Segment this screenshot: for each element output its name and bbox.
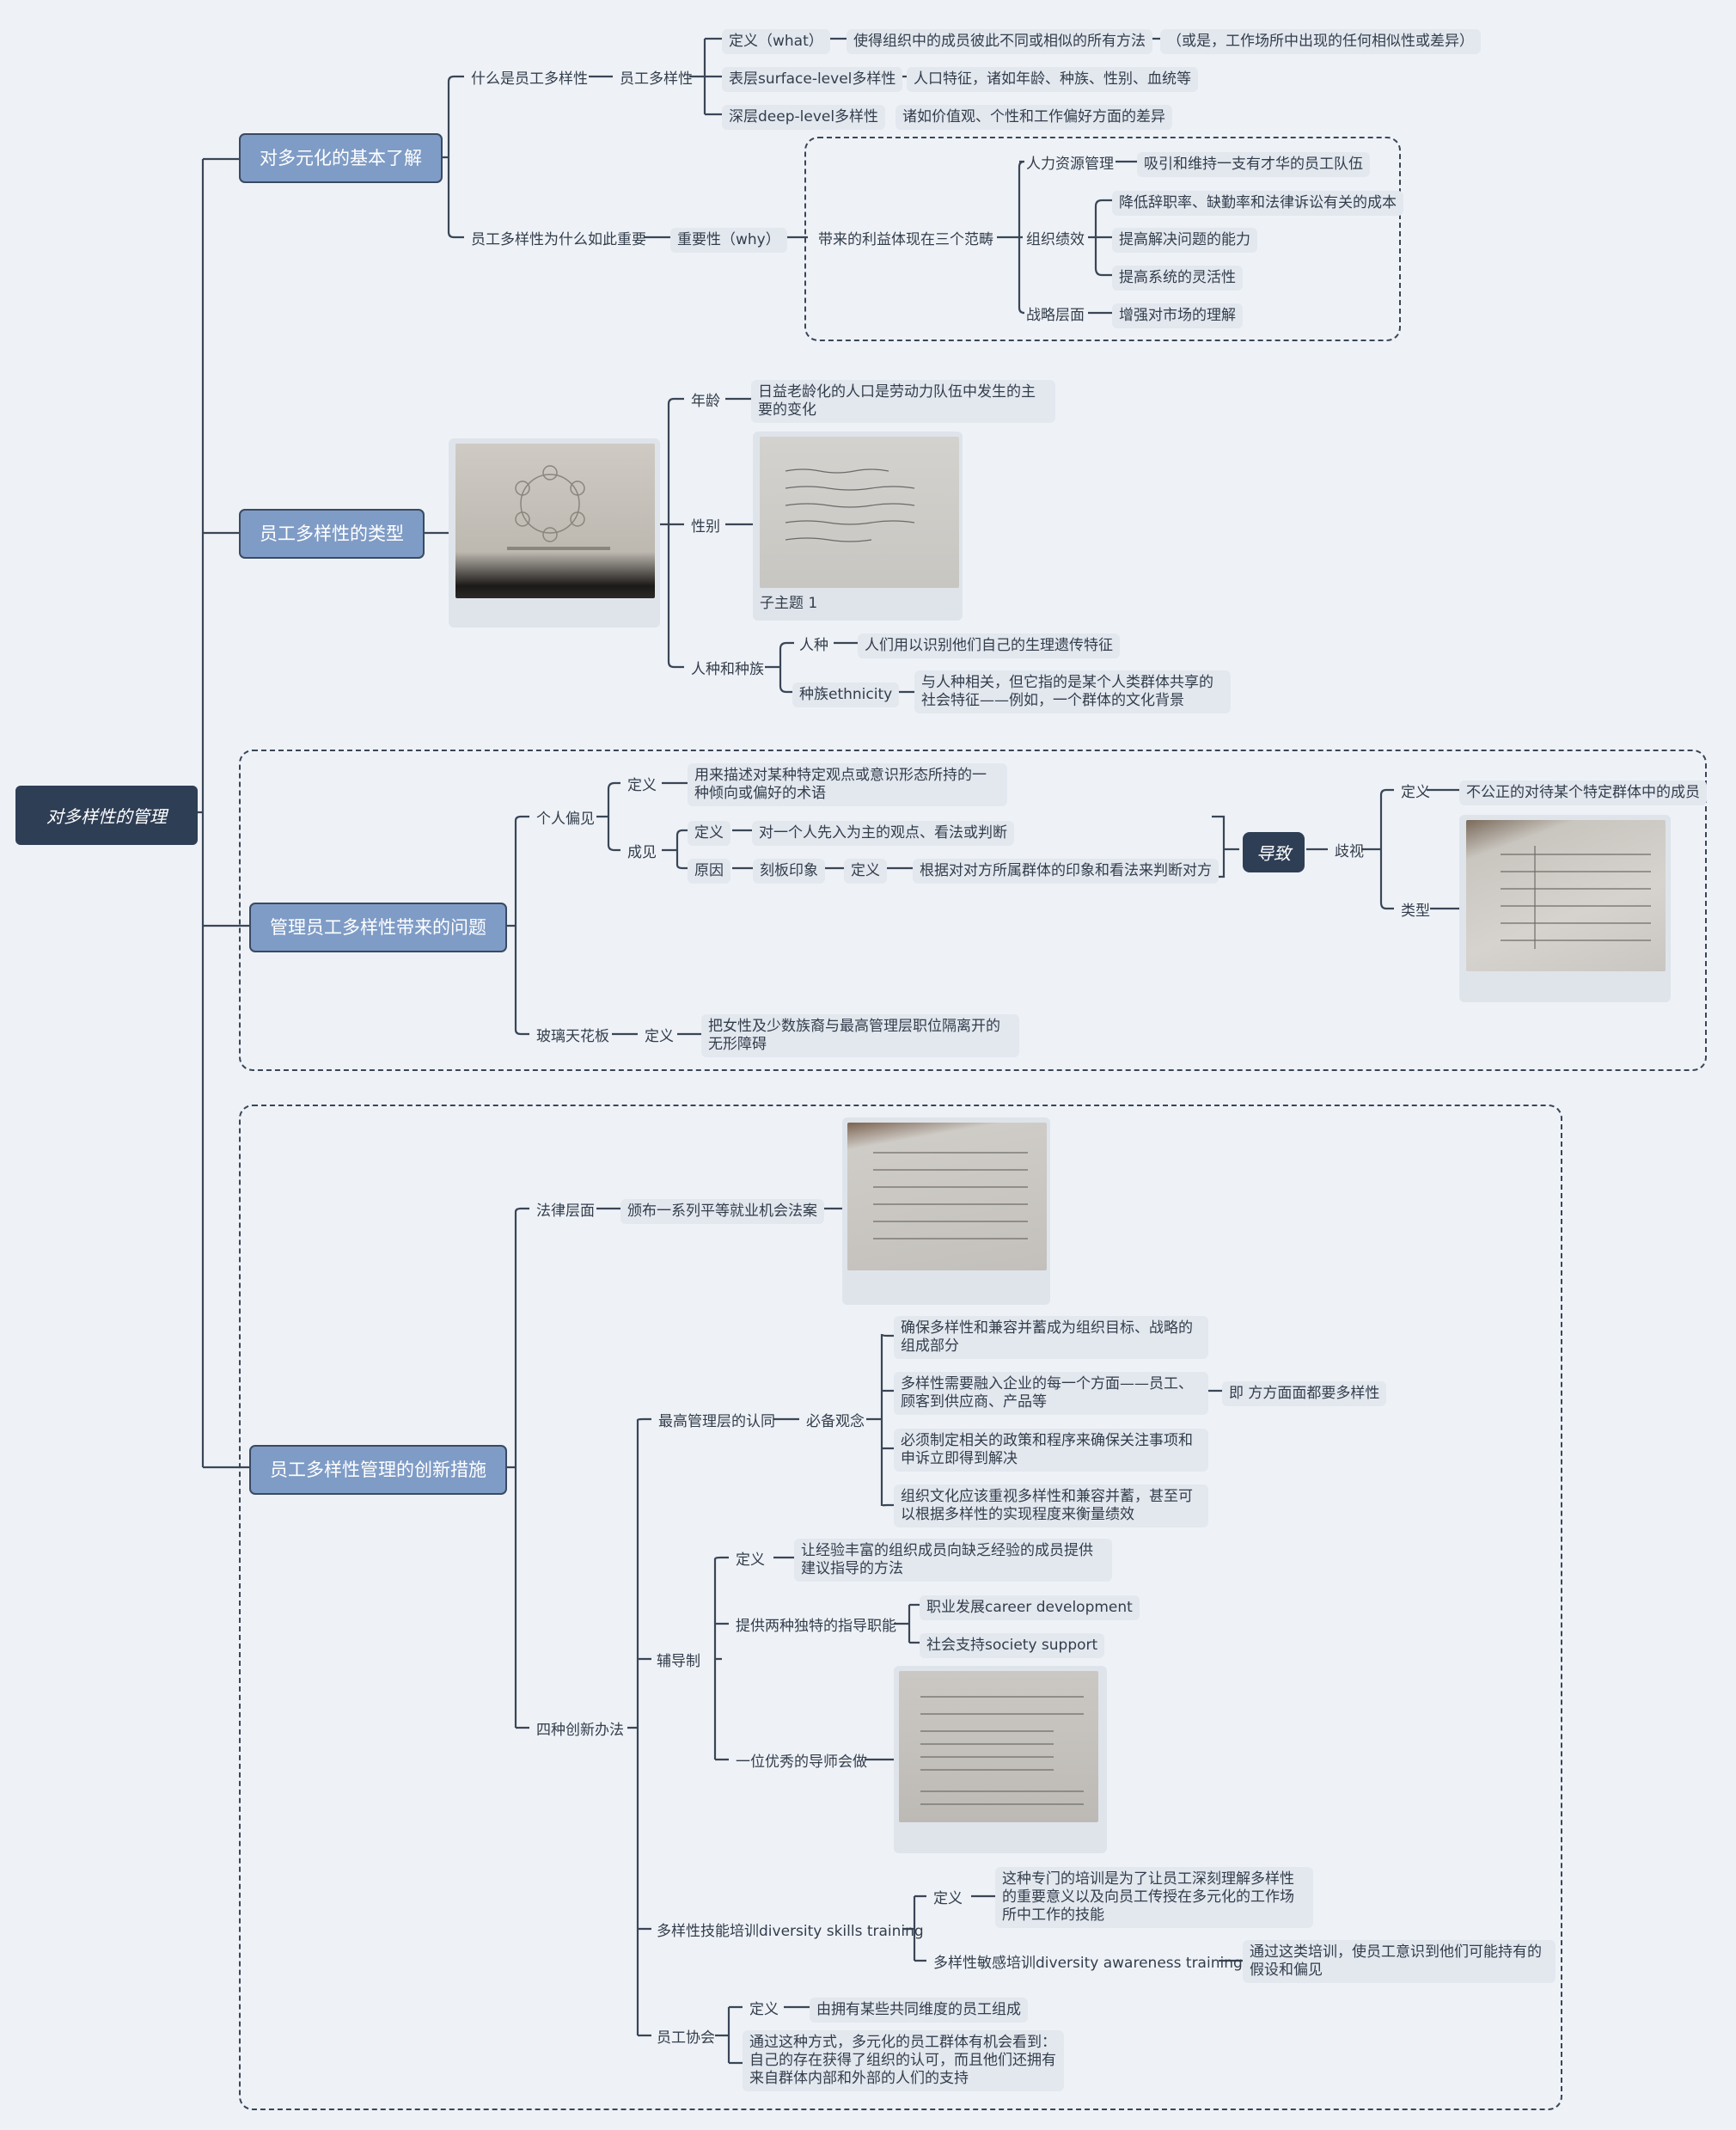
node-mentoring-text[interactable]: 让经验丰富的组织成员向缺乏经验的成员提供建议指导的方法 (794, 1539, 1112, 1582)
node-discrimination-text[interactable]: 不公正的对待某个特定群体中的成员 (1459, 780, 1707, 805)
node-hr[interactable]: 人力资源管理 (1026, 156, 1114, 173)
topic-innovative-measures[interactable]: 员工多样性管理的创新措施 (249, 1445, 507, 1495)
photo-mentor-page (899, 1671, 1098, 1822)
image-node-circle-diagram[interactable] (449, 438, 660, 627)
node-good-mentor[interactable]: 一位优秀的导师会做 (736, 1754, 867, 1771)
root-topic[interactable]: 对多样性的管理 (15, 786, 198, 845)
node-concept-2-note[interactable]: 即 方方面面都要多样性 (1222, 1381, 1387, 1406)
problems-section-box (239, 750, 1707, 1071)
table-lines-icon (1501, 846, 1651, 949)
topic-diversity-types[interactable]: 员工多样性的类型 (239, 509, 425, 559)
node-prejudice[interactable]: 成见 (627, 844, 657, 861)
topic-basic-understanding[interactable]: 对多元化的基本了解 (239, 133, 443, 183)
node-skills-training[interactable]: 多样性技能培训diversity skills training (657, 1923, 924, 1940)
node-surface-level[interactable]: 表层surface-level多样性 (722, 67, 903, 92)
node-association-text[interactable]: 由拥有某些共同维度的员工组成 (810, 1998, 1028, 2023)
node-glass-definition[interactable]: 定义 (645, 1028, 674, 1045)
node-deep-level[interactable]: 深层deep-level多样性 (722, 105, 886, 130)
benefits-group-box (804, 137, 1401, 341)
image-node-mentor-list[interactable] (894, 1666, 1107, 1853)
node-career-development[interactable]: 职业发展career development (920, 1595, 1140, 1620)
legal-table-lines-icon (873, 1152, 1028, 1239)
node-subtopic-1[interactable]: 子主题 1 (760, 595, 818, 612)
node-mentoring[interactable]: 辅导制 (657, 1653, 700, 1670)
handwriting-icon (785, 468, 915, 542)
node-required-concepts[interactable]: 必备观念 (806, 1413, 865, 1430)
node-surface-text[interactable]: 人口特征，诸如年龄、种族、性别、血统等 (907, 67, 1198, 92)
node-awareness-text[interactable]: 通过这类培训，使员工意识到他们可能持有的假设和偏见 (1243, 1940, 1556, 1983)
node-employee-diversity[interactable]: 员工多样性 (620, 70, 693, 88)
node-why-important[interactable]: 员工多样性为什么如此重要 (471, 231, 646, 248)
node-definition-text[interactable]: 使得组织中的成员彼此不同或相似的所有方法 (847, 29, 1152, 54)
node-stereotype-text[interactable]: 根据对对方所属群体的印象和看法来判断对方 (913, 859, 1219, 884)
node-awareness-training[interactable]: 多样性敏感培训diversity awareness training (933, 1955, 1243, 1972)
node-importance[interactable]: 重要性（why） (670, 228, 787, 253)
node-concept-1[interactable]: 确保多样性和兼容并蓄成为组织目标、战略的组成部分 (894, 1316, 1208, 1359)
node-cause[interactable]: 原因 (688, 859, 730, 884)
node-org-1[interactable]: 降低辞职率、缺勤率和法律诉讼有关的成本 (1112, 191, 1403, 216)
node-benefits[interactable]: 带来的利益体现在三个范畴 (818, 231, 993, 248)
node-definition-what[interactable]: 定义（what） (722, 29, 830, 54)
node-discrimination-definition[interactable]: 定义 (1401, 784, 1430, 801)
node-race-ethnicity[interactable]: 人种和种族 (691, 661, 764, 678)
node-association-definition[interactable]: 定义 (749, 2001, 779, 2018)
node-skills-text[interactable]: 这种专门的培训是为了让员工深刻理解多样性的重要意义以及向员工传授在多元化的工作场… (995, 1867, 1313, 1928)
node-ethnicity-text[interactable]: 与人种相关，但它指的是某个人类群体共享的社会特征——例如，一个群体的文化背景 (914, 670, 1231, 713)
image-node-handwritten-notes[interactable]: 子主题 1 (753, 432, 963, 621)
node-discrimination[interactable]: 歧视 (1335, 843, 1364, 860)
node-org-2[interactable]: 提高解决问题的能力 (1112, 228, 1257, 253)
image-node-legal-table[interactable] (842, 1117, 1050, 1305)
node-gender[interactable]: 性别 (691, 518, 720, 536)
node-race-text[interactable]: 人们用以识别他们自己的生理遗传特征 (858, 633, 1120, 658)
node-what-is-diversity[interactable]: 什么是员工多样性 (471, 70, 588, 88)
node-age-text[interactable]: 日益老龄化的人口是劳动力队伍中发生的主要的变化 (751, 380, 1055, 423)
node-bias-definition[interactable]: 定义 (627, 777, 657, 794)
node-strategy[interactable]: 战略层面 (1026, 307, 1085, 324)
photo-legal-page (847, 1123, 1047, 1270)
node-deep-text[interactable]: 诸如价值观、个性和工作偏好方面的差异 (896, 105, 1172, 130)
node-four-methods[interactable]: 四种创新办法 (536, 1722, 624, 1739)
node-race[interactable]: 人种 (799, 637, 828, 654)
node-two-functions[interactable]: 提供两种独特的指导职能 (736, 1618, 896, 1635)
topic-diversity-problems[interactable]: 管理员工多样性带来的问题 (249, 903, 507, 952)
image-node-discrimination-table[interactable] (1459, 815, 1671, 1002)
node-personal-bias[interactable]: 个人偏见 (536, 811, 595, 828)
node-social-support[interactable]: 社会支持society support (920, 1633, 1105, 1658)
node-employee-association[interactable]: 员工协会 (657, 2029, 715, 2047)
node-association-note[interactable]: 通过这种方式，多元化的员工群体有机会看到：自己的存在获得了组织的认可，而且他们还… (743, 2030, 1064, 2091)
circle-diagram-icon (507, 465, 610, 550)
node-prejudice-definition[interactable]: 定义 (688, 821, 730, 846)
node-age[interactable]: 年龄 (691, 393, 720, 410)
node-legal-level[interactable]: 法律层面 (536, 1203, 595, 1220)
node-discrimination-types[interactable]: 类型 (1401, 903, 1430, 920)
mentor-list-lines-icon (920, 1696, 1084, 1805)
node-stereotype-definition[interactable]: 定义 (844, 859, 887, 884)
node-org-3[interactable]: 提高系统的灵活性 (1112, 266, 1243, 291)
node-concept-3[interactable]: 必须制定相关的政策和程序来确保关注事项和申诉立即得到解决 (894, 1429, 1208, 1472)
node-ethnicity[interactable]: 种族ethnicity (792, 682, 900, 707)
photo-handwritten-page (760, 437, 959, 588)
node-hr-text[interactable]: 吸引和维持一支有才华的员工队伍 (1137, 152, 1370, 177)
node-glass-ceiling[interactable]: 玻璃天花板 (536, 1028, 609, 1045)
photo-table-page (1466, 820, 1666, 971)
node-concept-2[interactable]: 多样性需要融入企业的每一个方面——员工、顾客到供应商、产品等 (894, 1372, 1208, 1415)
node-top-management[interactable]: 最高管理层的认同 (658, 1413, 775, 1430)
node-stereotype[interactable]: 刻板印象 (753, 859, 825, 884)
node-concept-4[interactable]: 组织文化应该重视多样性和兼容并蓄，甚至可以根据多样性的实现程度来衡量绩效 (894, 1484, 1208, 1527)
node-bias-text[interactable]: 用来描述对某种特定观点或意识形态所持的一种倾向或偏好的术语 (688, 763, 1007, 806)
node-glass-text[interactable]: 把女性及少数族裔与最高管理层职位隔离开的无形障碍 (701, 1014, 1019, 1057)
node-leads-to[interactable]: 导致 (1243, 832, 1305, 872)
node-legal-text[interactable]: 颁布一系列平等就业机会法案 (620, 1199, 824, 1224)
measures-section-box (239, 1105, 1562, 2110)
node-definition-note[interactable]: （或是，工作场所中出现的任何相似性或差异） (1160, 29, 1481, 54)
node-skills-definition[interactable]: 定义 (933, 1890, 963, 1907)
node-prejudice-text[interactable]: 对一个人先入为主的观点、看法或判断 (752, 821, 1014, 846)
node-org-performance[interactable]: 组织绩效 (1026, 231, 1085, 248)
photo-book-page (455, 444, 655, 598)
node-mentoring-definition[interactable]: 定义 (736, 1552, 765, 1569)
node-strategy-text[interactable]: 增强对市场的理解 (1112, 303, 1243, 328)
